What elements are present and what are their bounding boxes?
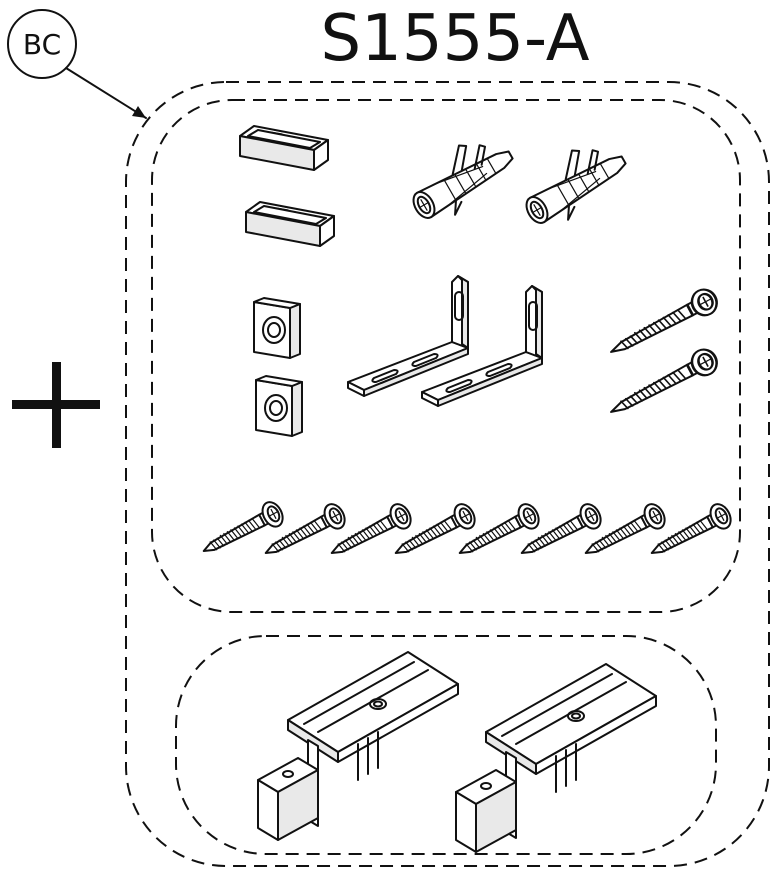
callout-label: BC [23,28,61,61]
outer-kit-boundary [125,81,770,867]
spacer-block-part [253,297,301,359]
l-bracket-part [347,275,469,397]
clip-part [245,201,335,247]
leader-arrowhead [132,106,146,118]
spacer-block-part [255,375,303,437]
wall-plug-part [398,124,524,232]
slide-block-part [257,651,459,841]
clip-part [239,125,329,171]
slide-block-bag-boundary [175,635,717,855]
slide-block-part [455,663,657,853]
callout-balloon: BC [7,9,147,119]
diagram-title: S1555-A [321,2,590,76]
plus-sign [12,362,100,448]
wall-plug-part [511,129,637,237]
hardware-bag-boundary [151,99,741,613]
long-screw-part [603,343,723,425]
